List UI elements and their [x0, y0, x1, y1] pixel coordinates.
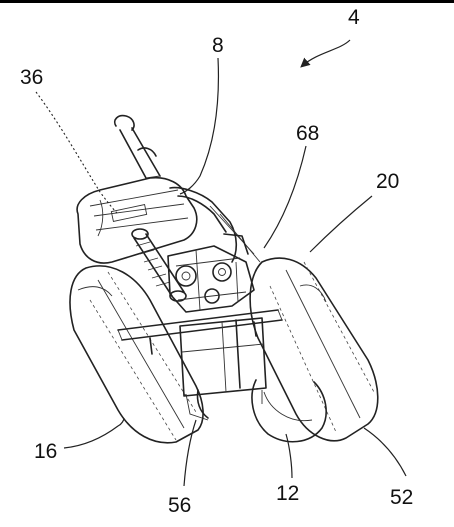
cross-member [117, 309, 283, 355]
front-fairing [76, 176, 198, 264]
left-front-wheel [69, 265, 204, 444]
shock-absorber [131, 228, 187, 302]
label-ref-36: 36 [20, 66, 43, 89]
label-ref-16: 16 [34, 440, 57, 463]
rear-wheel [251, 379, 327, 443]
label-ref-8: 8 [212, 34, 224, 57]
top-border-line [0, 0, 454, 3]
steering-column [113, 114, 161, 179]
right-front-wheel [249, 257, 379, 442]
leader-lines [35, 57, 407, 487]
label-ref-52: 52 [390, 486, 413, 509]
label-ref-12: 12 [276, 482, 299, 505]
frame-arm [169, 186, 261, 263]
label-ref-4: 4 [348, 6, 360, 29]
arrow-ref-4 [300, 39, 351, 68]
label-ref-68: 68 [296, 122, 319, 145]
tilting-mechanism [167, 233, 255, 313]
label-ref-56: 56 [168, 494, 191, 517]
label-ref-20: 20 [376, 170, 399, 193]
central-unit [179, 317, 267, 421]
